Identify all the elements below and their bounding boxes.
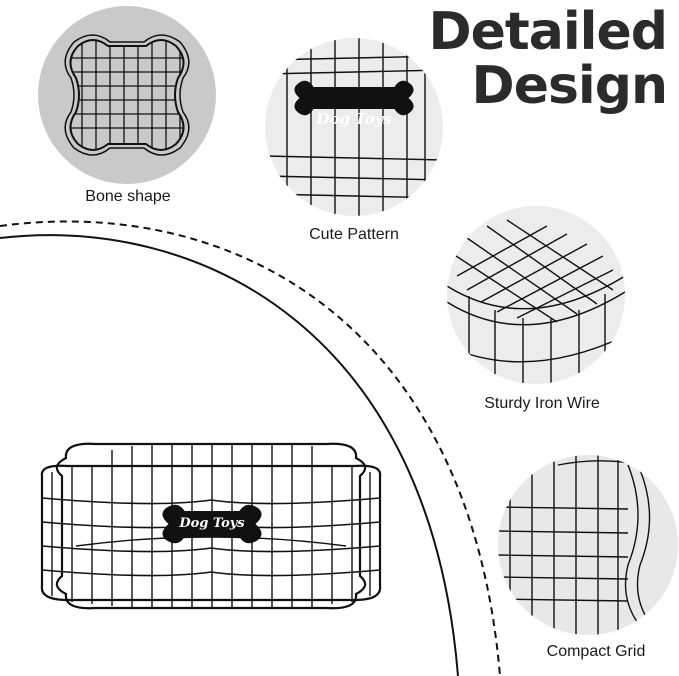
bone-shape-detail-image [38, 6, 216, 184]
compact-grid-detail-image [498, 455, 678, 635]
sturdy-iron-wire-detail-image [447, 206, 625, 384]
caption-compact-grid: Compact Grid [546, 643, 646, 660]
caption-bone-shape: Bone shape [85, 188, 171, 205]
plaque-label-product: Dog Toys [179, 516, 245, 531]
caption-sturdy-iron-wire: Sturdy Iron Wire [484, 395, 600, 412]
heading-line-1: Detailed [428, 2, 668, 62]
plaque-label-top: Dog Toys [316, 110, 392, 128]
cute-pattern-detail-image [265, 38, 443, 216]
product-wire-bone-basket [40, 442, 382, 610]
heading-line-2: Design [471, 56, 668, 116]
caption-cute-pattern: Cute Pattern [309, 226, 399, 243]
